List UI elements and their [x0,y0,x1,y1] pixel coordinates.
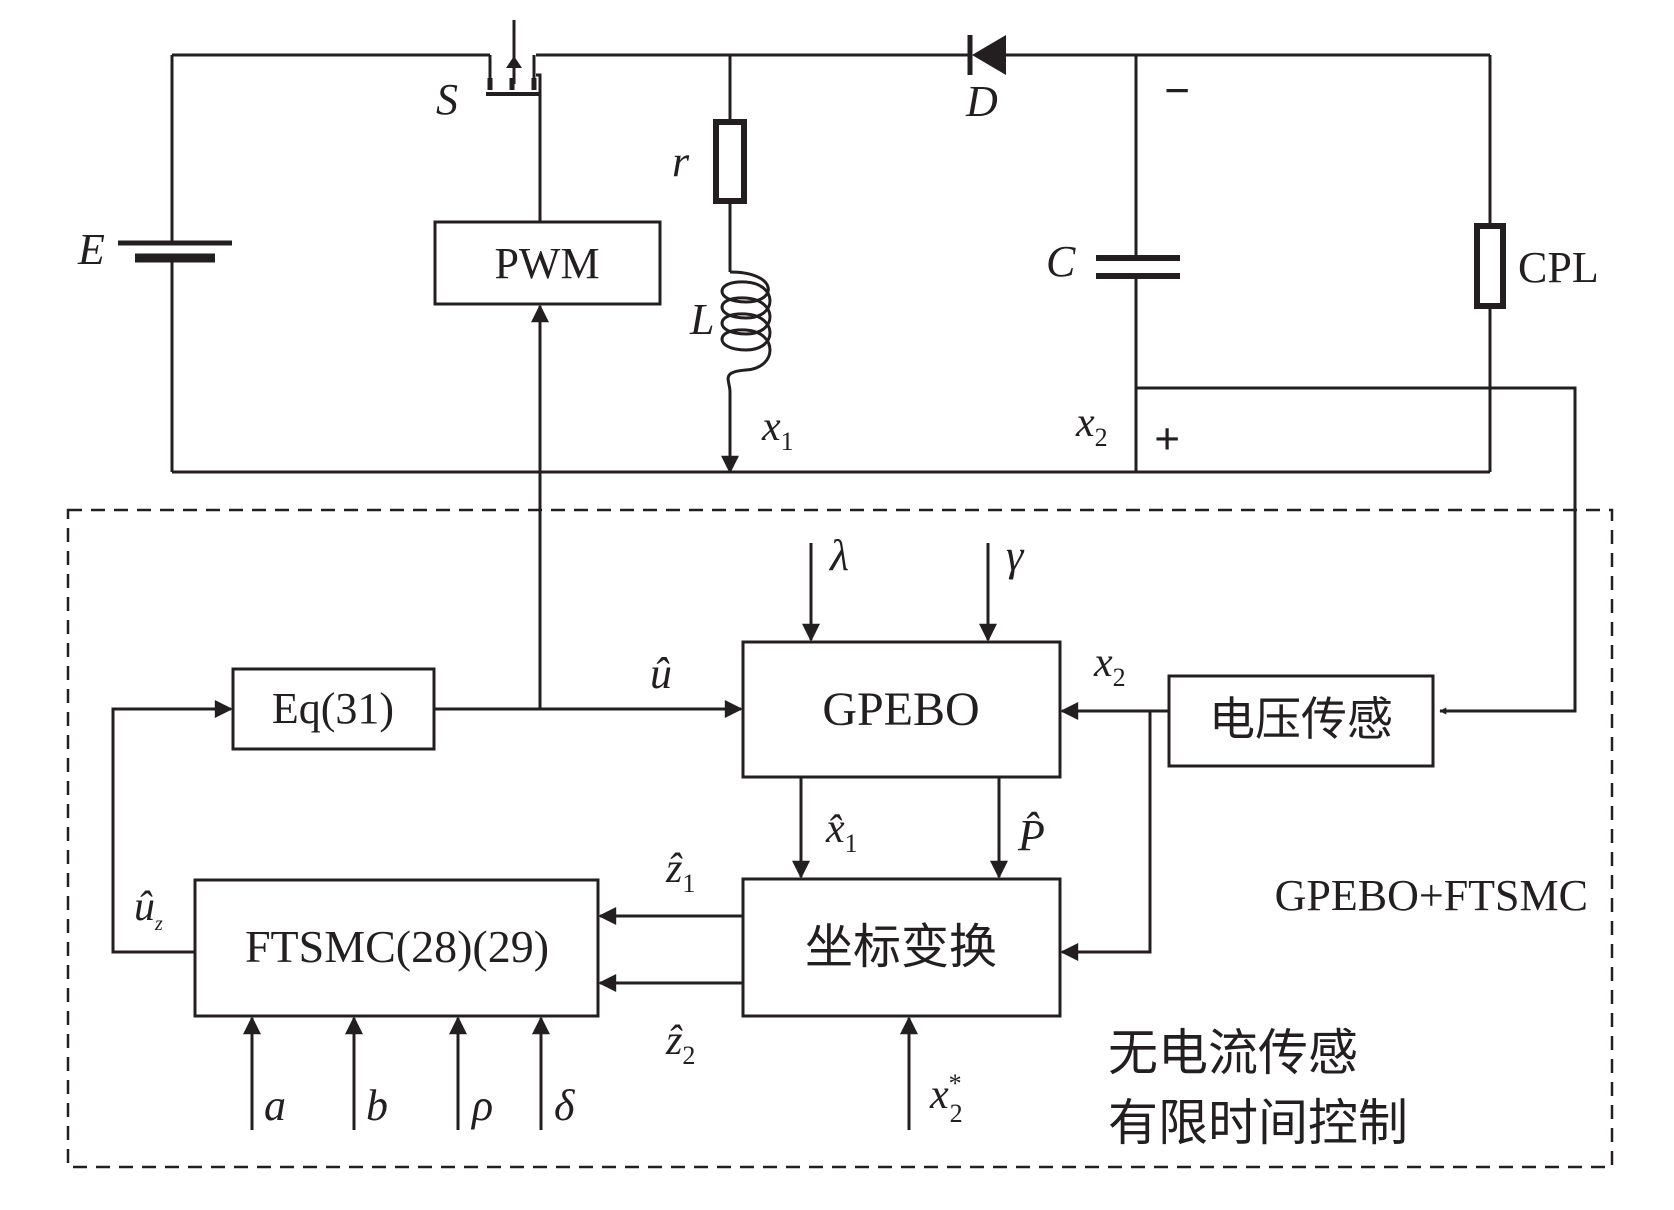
resistor-label: r [672,137,690,186]
wire-pwm-gate [536,73,542,222]
p-hat-label: P̂ [1017,811,1045,860]
x2-star-label: x*2 [929,1069,963,1128]
battery-label: E [77,225,105,274]
wire-sense [1136,386,1577,715]
voltage-sensor-label: 电压传感 [1209,692,1393,746]
gpebo-label: GPEBO [822,683,979,736]
cpl-label: CPL [1518,243,1599,292]
x2-input-label: x2 [1093,640,1126,692]
lambda-label: λ [828,531,849,580]
inductor-label: L [689,295,714,344]
capacitor-label: C [1046,237,1076,286]
param-rho-label: ρ [470,1081,493,1130]
inductor-icon [720,270,772,393]
current-label: x1 [761,404,794,456]
z1-hat-label: ẑ1 [665,846,695,898]
diode-icon [967,35,1006,75]
note-line-1: 无电流传感 [1108,1024,1358,1082]
eq31-block [231,667,436,751]
u-hat-label: û [650,649,672,698]
note-line-2: 有限时间控制 [1108,1094,1408,1152]
cpl-load-icon [1474,223,1506,309]
coordinate-transform-label: 坐标变换 [805,919,997,975]
gamma-label: γ [1006,531,1025,580]
gpebo-block [741,640,1062,779]
pwm-block [433,220,662,306]
controller-group-title: GPEBO+FTSMC [1275,871,1588,920]
eq31-label: Eq(31) [272,684,394,733]
capacitor-icon [1096,255,1180,279]
voltage-sensor-block [1167,674,1435,768]
controller-boundary [66,508,1614,1169]
ftsmc-label: FTSMC(28)(29) [245,921,549,972]
resistor-icon [713,119,747,204]
pwm-label: PWM [494,239,599,288]
minus-sign: − [1164,65,1190,116]
z2-hat-label: ẑ2 [665,1018,695,1070]
plus-sign: + [1154,413,1180,464]
battery-icon [118,240,232,263]
power-circuit [170,53,1577,715]
controller-wires [111,304,1169,1130]
uz-hat-label: ûz [134,884,163,935]
diode-label: D [965,77,998,126]
switch-label: S [436,75,458,124]
ftsmc-block [193,878,600,1018]
param-b-label: b [366,1081,388,1130]
param-delta-label: δ [554,1081,576,1130]
mosfet-switch-icon [486,20,540,96]
param-a-label: a [264,1081,286,1130]
coordinate-transform-block [741,877,1062,1018]
wire-sensor-to-transform [1060,711,1152,961]
wire-uz-feedback [111,700,233,954]
voltage-label: x2 [1075,400,1108,452]
x1-hat-label: x̂1 [825,806,858,858]
